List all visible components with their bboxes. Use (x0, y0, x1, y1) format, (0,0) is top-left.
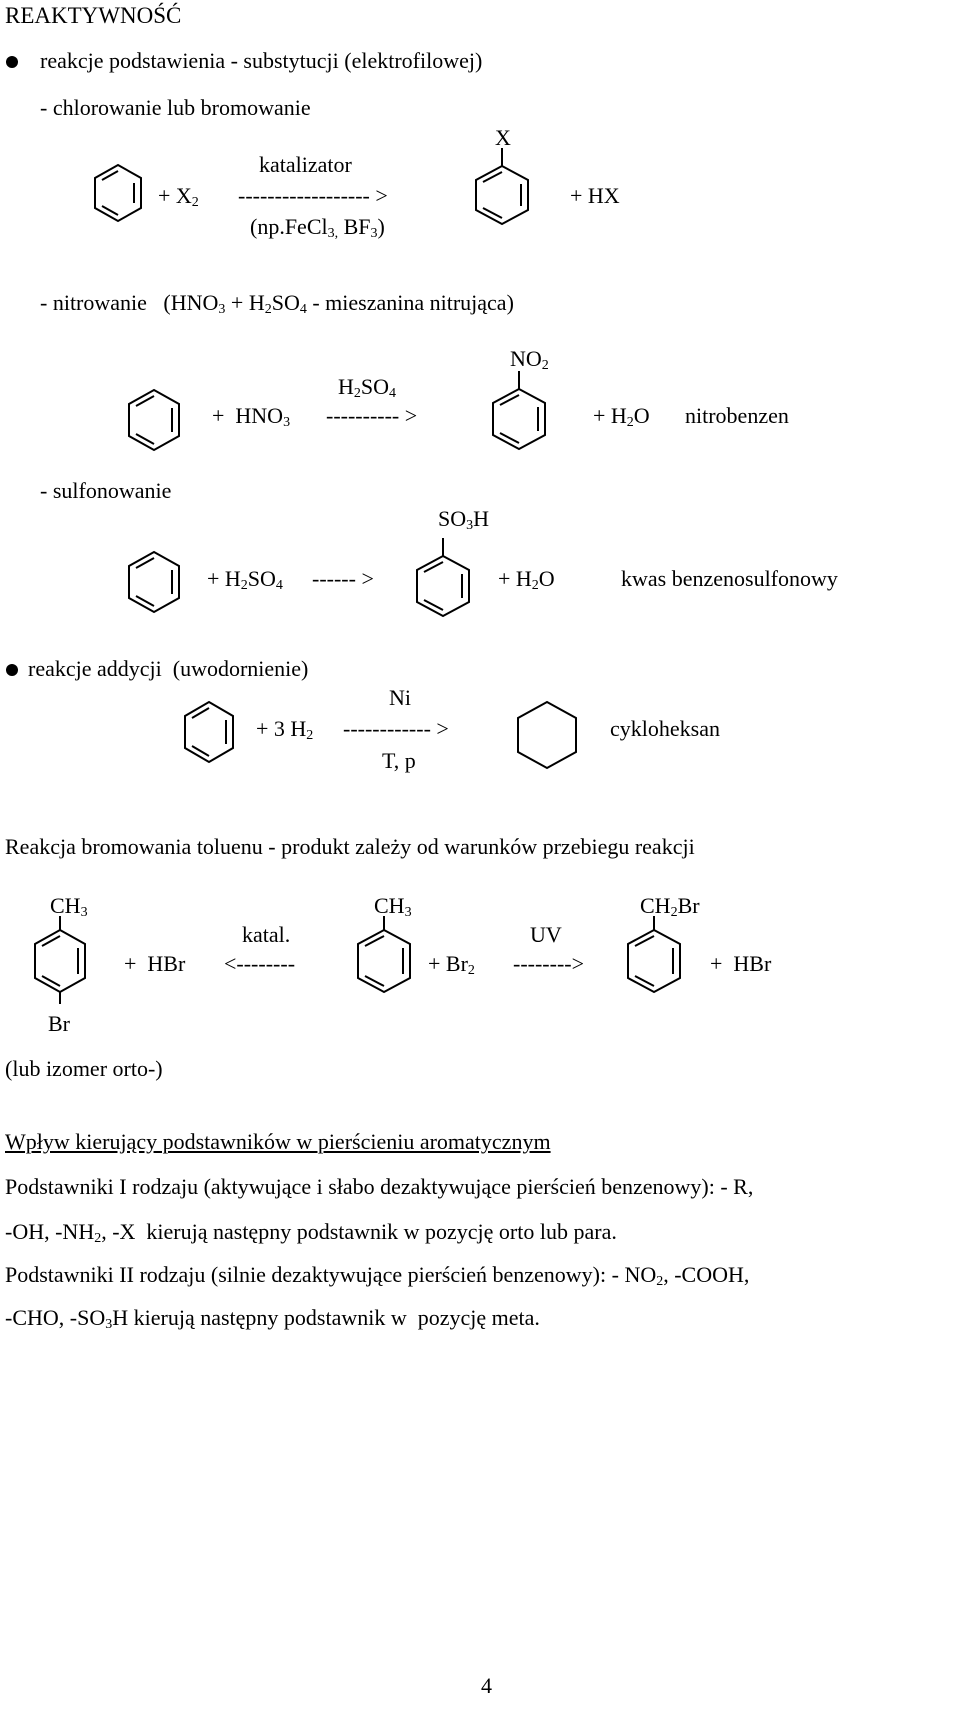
toluene-right-top: CH2Br (640, 893, 700, 920)
toluene-right-arrow: --------> (513, 951, 585, 976)
benzene-ring-icon (492, 371, 546, 451)
cyclohexane-ring-icon (517, 700, 577, 770)
nitration-product-name: nitrobenzen (685, 403, 789, 428)
halogenation-byproduct: + HX (570, 183, 620, 208)
halogenation-catalyst-example: (np.FeCl3, BF3) (250, 214, 385, 241)
sulfonation-arrow: ------ > (312, 566, 374, 591)
nitration-catalyst: H2SO4 (338, 374, 397, 401)
directing-line-1: Podstawniki I rodzaju (aktywujące i słab… (5, 1174, 754, 1199)
addition-conditions: T, p (382, 748, 416, 773)
addition-product-name: cykloheksan (610, 716, 720, 741)
benzene-ring-icon (475, 148, 529, 226)
directing-line-2: -OH, -NH2, -X kierują następny podstawni… (5, 1219, 617, 1246)
toluene-left-arrow: <-------- (224, 951, 296, 976)
addition-catalyst: Ni (389, 685, 411, 710)
benzene-ring-icon (184, 700, 234, 764)
toluene-right-byproduct: + HBr (710, 951, 772, 976)
benzene-ring-icon (357, 916, 411, 994)
sulfonation-byproduct: + H2O (498, 566, 555, 593)
nitration-reagent: + HNO3 (212, 403, 291, 430)
halogenation-label: - chlorowanie lub bromowanie (40, 95, 311, 120)
directing-line-4: -CHO, -SO3H kierują następny podstawnik … (5, 1305, 540, 1332)
toluene-right-condition: UV (530, 922, 562, 947)
sulfonation-label: - sulfonowanie (40, 478, 172, 503)
benzene-ring-icon (34, 916, 86, 1004)
toluene-left-note: (lub izomer orto-) (5, 1056, 163, 1081)
halogenation-catalyst-label: katalizator (259, 152, 352, 177)
page-number: 4 (481, 1673, 492, 1698)
halogenation-product-substituent: X (495, 125, 511, 150)
page-title: REAKTYWNOŚĆ (5, 3, 182, 28)
halogenation-arrow: ------------------ > (238, 183, 388, 208)
toluene-left-byproduct: + HBr (124, 951, 186, 976)
substitution-heading: reakcje podstawienia - substytucji (elek… (40, 48, 483, 73)
addition-arrow: ------------ > (343, 716, 449, 741)
nitration-product-substituent: NO2 (510, 346, 549, 373)
toluene-left-top: CH3 (50, 893, 88, 920)
toluene-left-bottom: Br (48, 1011, 70, 1036)
bullet-icon (6, 664, 18, 676)
benzene-ring-icon (416, 538, 470, 618)
benzene-ring-icon (128, 388, 180, 452)
halogenation-reagent: + X2 (158, 183, 199, 210)
toluene-center-top: CH3 (374, 893, 412, 920)
sulfonation-product-substituent: SO3H (438, 506, 490, 533)
toluene-heading: Reakcja bromowania toluenu - produkt zal… (5, 834, 695, 859)
nitration-arrow: ---------- > (326, 403, 418, 428)
directing-heading: Wpływ kierujący podstawników w pierścien… (5, 1129, 551, 1154)
directing-line-3: Podstawniki II rodzaju (silnie dezaktywu… (5, 1262, 750, 1289)
benzene-ring-icon (128, 550, 180, 614)
benzene-ring-icon (94, 163, 142, 223)
addition-reagent: + 3 H2 (256, 716, 314, 743)
bullet-icon (6, 56, 18, 68)
benzene-ring-icon (627, 916, 681, 994)
toluene-reagent: + Br2 (428, 951, 475, 978)
nitration-label: - nitrowanie (HNO3 + H2SO4 - mieszanina … (40, 290, 514, 317)
toluene-left-condition: katal. (242, 922, 291, 947)
sulfonation-reagent: + H2SO4 (207, 566, 283, 593)
sulfonation-product-name: kwas benzenosulfonowy (621, 566, 838, 591)
addition-heading: reakcje addycji (uwodornienie) (28, 656, 309, 681)
nitration-byproduct: + H2O (593, 403, 650, 430)
